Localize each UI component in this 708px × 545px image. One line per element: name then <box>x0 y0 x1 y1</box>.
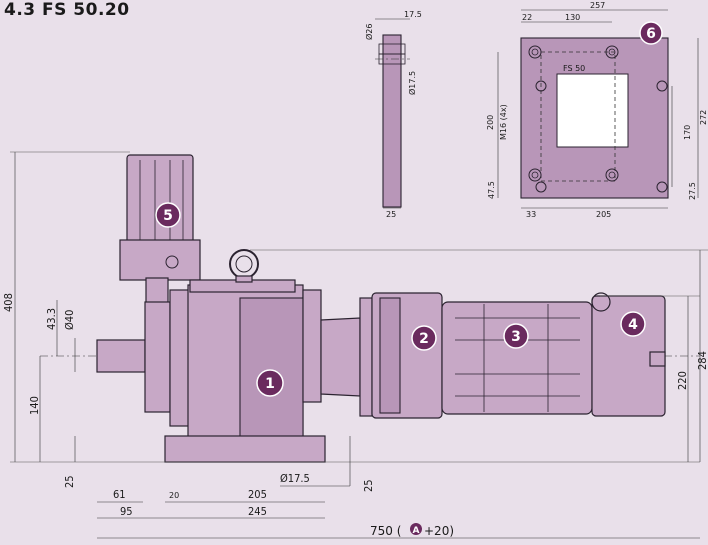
badge-3 <box>503 323 529 349</box>
plate-dim-27-5: 27.5 <box>688 182 697 200</box>
dim-dia-40: Ø40 <box>63 310 76 330</box>
plate-dim-130: 130 <box>565 13 580 22</box>
flange-dim-25: 25 <box>386 210 396 219</box>
actuator-base <box>119 239 201 281</box>
dim-dia-17-5: Ø17.5 <box>280 472 310 485</box>
dim-750: 750 ( <box>370 524 401 538</box>
adaptor-flange <box>359 297 373 417</box>
dim-220: 220 <box>676 371 689 390</box>
svg-text:6: 6 <box>646 26 656 42</box>
flange-plate <box>382 34 402 208</box>
motor-adaptor <box>320 317 361 397</box>
lifting-eye-base <box>235 275 253 283</box>
plate-opening <box>556 73 629 148</box>
brake-ring <box>379 297 401 414</box>
svg-text:1: 1 <box>265 376 275 392</box>
plate-holes <box>528 45 668 193</box>
mounting-plate-view: FS 50 257 130 22 33 205 200 M16 (4x) 47.… <box>486 1 708 219</box>
dim-43-3: 43.3 <box>45 308 58 330</box>
plate-dim-205: 205 <box>596 210 611 219</box>
terminal-plug <box>649 351 666 367</box>
flange-dim-17-5-side: Ø17.5 <box>407 71 417 95</box>
main-assembly: 5 1 2 <box>40 154 700 463</box>
badge-1 <box>256 369 284 397</box>
badge-6 <box>639 21 663 45</box>
plate-dim-33: 33 <box>526 210 536 219</box>
plate-dim-257: 257 <box>590 1 605 10</box>
page-title: 4.3 FS 50.20 <box>4 0 130 20</box>
dim-25-mid: 25 <box>362 479 375 492</box>
plate-dim-m16: M16 (4x) <box>499 104 508 140</box>
left-flange-ring <box>169 289 191 427</box>
output-shaft <box>96 339 146 373</box>
badge-4 <box>620 311 646 337</box>
badge-2 <box>411 325 437 351</box>
dim-408: 408 <box>2 293 15 312</box>
dim-95: 95 <box>120 505 133 518</box>
badge-5 <box>155 202 181 228</box>
main-dimensions: 408 43.3 Ø40 140 25 61 95 20 205 <box>2 151 708 539</box>
plate-label: FS 50 <box>563 64 585 73</box>
svg-text:3: 3 <box>511 329 521 345</box>
dim-205-bottom: 205 <box>248 488 267 501</box>
plate-dim-170: 170 <box>683 125 692 140</box>
dim-25-left: 25 <box>63 475 76 488</box>
dim-20: 20 <box>169 491 179 500</box>
dim-750-suffix: +20) <box>424 524 454 538</box>
plate-dim-272: 272 <box>699 110 708 125</box>
plate-dim-47-5: 47.5 <box>487 181 496 199</box>
svg-text:5: 5 <box>163 208 173 224</box>
flange-dim-17-5-top: 17.5 <box>404 10 422 19</box>
flange-dim-26: Ø26 <box>364 24 374 40</box>
dim-140: 140 <box>28 396 41 415</box>
gearbox-coupling <box>302 289 322 403</box>
plate-dim-200: 200 <box>486 115 495 130</box>
plate-dim-22: 22 <box>522 13 532 22</box>
gearbox-foot <box>164 435 326 463</box>
cable-gland <box>591 292 611 312</box>
circled-a-badge <box>410 523 422 535</box>
dim-61: 61 <box>113 488 126 501</box>
left-flange <box>144 301 171 413</box>
plate-hidden-outline <box>540 51 616 182</box>
flange-side-view: 17.5 Ø26 Ø17.5 25 <box>364 10 422 219</box>
svg-text:2: 2 <box>419 331 429 347</box>
gearbox-face <box>239 297 304 441</box>
svg-text:A: A <box>413 526 420 536</box>
dim-245: 245 <box>248 505 267 518</box>
dim-284: 284 <box>696 351 708 370</box>
motor-body <box>441 301 593 415</box>
svg-text:4: 4 <box>628 317 638 333</box>
